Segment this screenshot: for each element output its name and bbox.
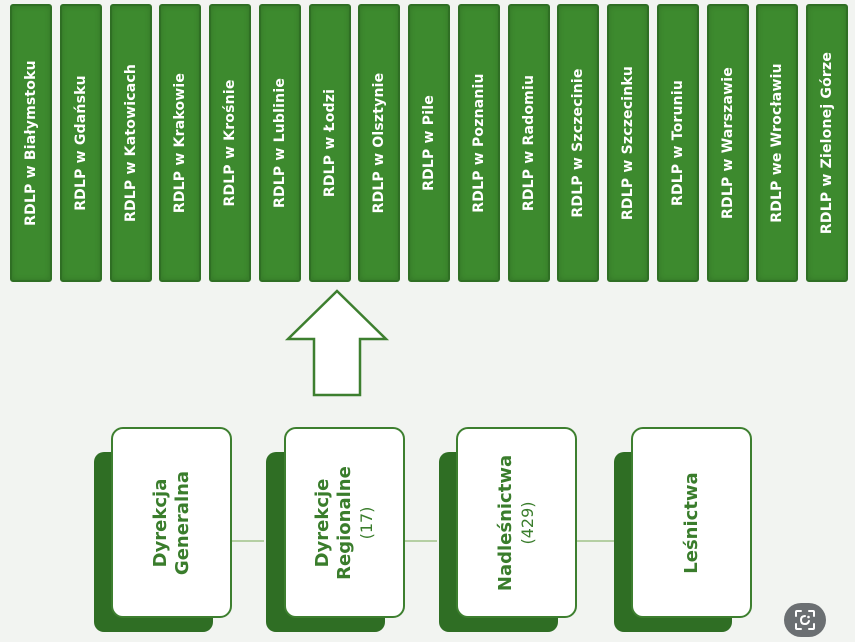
card-count: (429) — [517, 500, 537, 545]
rdlp-box-torun: RDLP w Toruniu — [656, 4, 699, 282]
card-forest-districts: Nadleśnictwa (429) — [456, 427, 577, 618]
connector-line — [405, 540, 437, 542]
rdlp-label: RDLP w Lublinie — [271, 77, 288, 209]
rdlp-label: RDLP w Szczecinie — [570, 68, 587, 218]
rdlp-box-warszawa: RDLP w Warszawie — [706, 4, 749, 282]
rdlp-label: RDLP w Radomiu — [520, 74, 537, 212]
rdlp-box-krosno: RDLP w Krośnie — [209, 4, 251, 282]
card-regional-directorates: Dyrekcje Regionalne (17) — [284, 427, 405, 618]
rdlp-box-krakow: RDLP w Krakowie — [159, 4, 202, 282]
connector-line — [232, 540, 264, 542]
card-line: Generalna — [171, 470, 193, 575]
rdlp-box-szczecinek: RDLP w Szczecinku — [607, 4, 649, 282]
card-text: Dyrekcja Generalna — [150, 470, 194, 574]
card-line: Leśnictwa — [680, 471, 702, 574]
rdlp-box-zielona-gora: RDLP w Zielonej Górze — [806, 4, 848, 282]
card-forestries: Leśnictwa — [631, 427, 752, 618]
up-arrow-icon — [284, 289, 390, 397]
card-general-directorate: Dyrekcja Generalna — [111, 427, 232, 618]
card-line: Dyrekcja — [149, 478, 171, 567]
rdlp-label: RDLP we Wrocławiu — [769, 63, 786, 223]
rdlp-label: RDLP w Poznaniu — [470, 73, 487, 213]
rdlp-label: RDLP w Pile — [421, 95, 437, 191]
rdlp-box-katowice: RDLP w Katowicach — [109, 4, 152, 282]
card-line: Dyrekcje — [311, 478, 333, 567]
card-text: Leśnictwa — [681, 472, 703, 573]
card-text: Nadleśnictwa (429) — [495, 454, 539, 590]
rdlp-box-lodz: RDLP w Łodzi — [308, 4, 351, 282]
card-line: Regionalne — [333, 465, 355, 580]
card-line: Nadleśnictwa — [494, 454, 516, 591]
rdlp-box-pila: RDLP w Pile — [408, 4, 450, 282]
rdlp-box-lublin: RDLP w Lublinie — [258, 4, 301, 282]
rdlp-label: RDLP w Katowicach — [122, 63, 139, 223]
rdlp-label: RDLP w Zielonej Górze — [819, 51, 835, 235]
card-text: Dyrekcje Regionalne (17) — [312, 466, 378, 580]
rdlp-label: RDLP w Krakowie — [172, 72, 189, 214]
rdlp-label: RDLP w Białymstoku — [23, 60, 39, 226]
rdlp-box-olsztyn: RDLP w Olsztynie — [358, 4, 401, 282]
rdlp-box-wroclaw: RDLP we Wrocławiu — [756, 4, 799, 282]
scan-icon[interactable] — [784, 603, 826, 637]
rdlp-label: RDLP w Szczecinku — [620, 65, 636, 221]
connector-line — [577, 540, 614, 542]
rdlp-label: RDLP w Warszawie — [719, 67, 736, 219]
rdlp-row: RDLP w Białymstoku RDLP w Gdańsku RDLP w… — [10, 4, 848, 284]
rdlp-box-bialystok: RDLP w Białymstoku — [10, 4, 52, 282]
rdlp-box-gdansk: RDLP w Gdańsku — [59, 4, 102, 282]
scan-glyph-icon — [795, 610, 815, 630]
rdlp-label: RDLP w Gdańsku — [72, 75, 89, 211]
rdlp-box-szczecin: RDLP w Szczecinie — [557, 4, 600, 282]
rdlp-label: RDLP w Krośnie — [222, 79, 238, 207]
rdlp-box-radom: RDLP w Radomiu — [507, 4, 550, 282]
rdlp-box-poznan: RDLP w Poznaniu — [457, 4, 500, 282]
rdlp-label: RDLP w Olsztynie — [371, 72, 388, 214]
rdlp-label: RDLP w Toruniu — [669, 80, 686, 206]
card-count: (17) — [356, 506, 376, 539]
rdlp-label: RDLP w Łodzi — [321, 88, 338, 198]
